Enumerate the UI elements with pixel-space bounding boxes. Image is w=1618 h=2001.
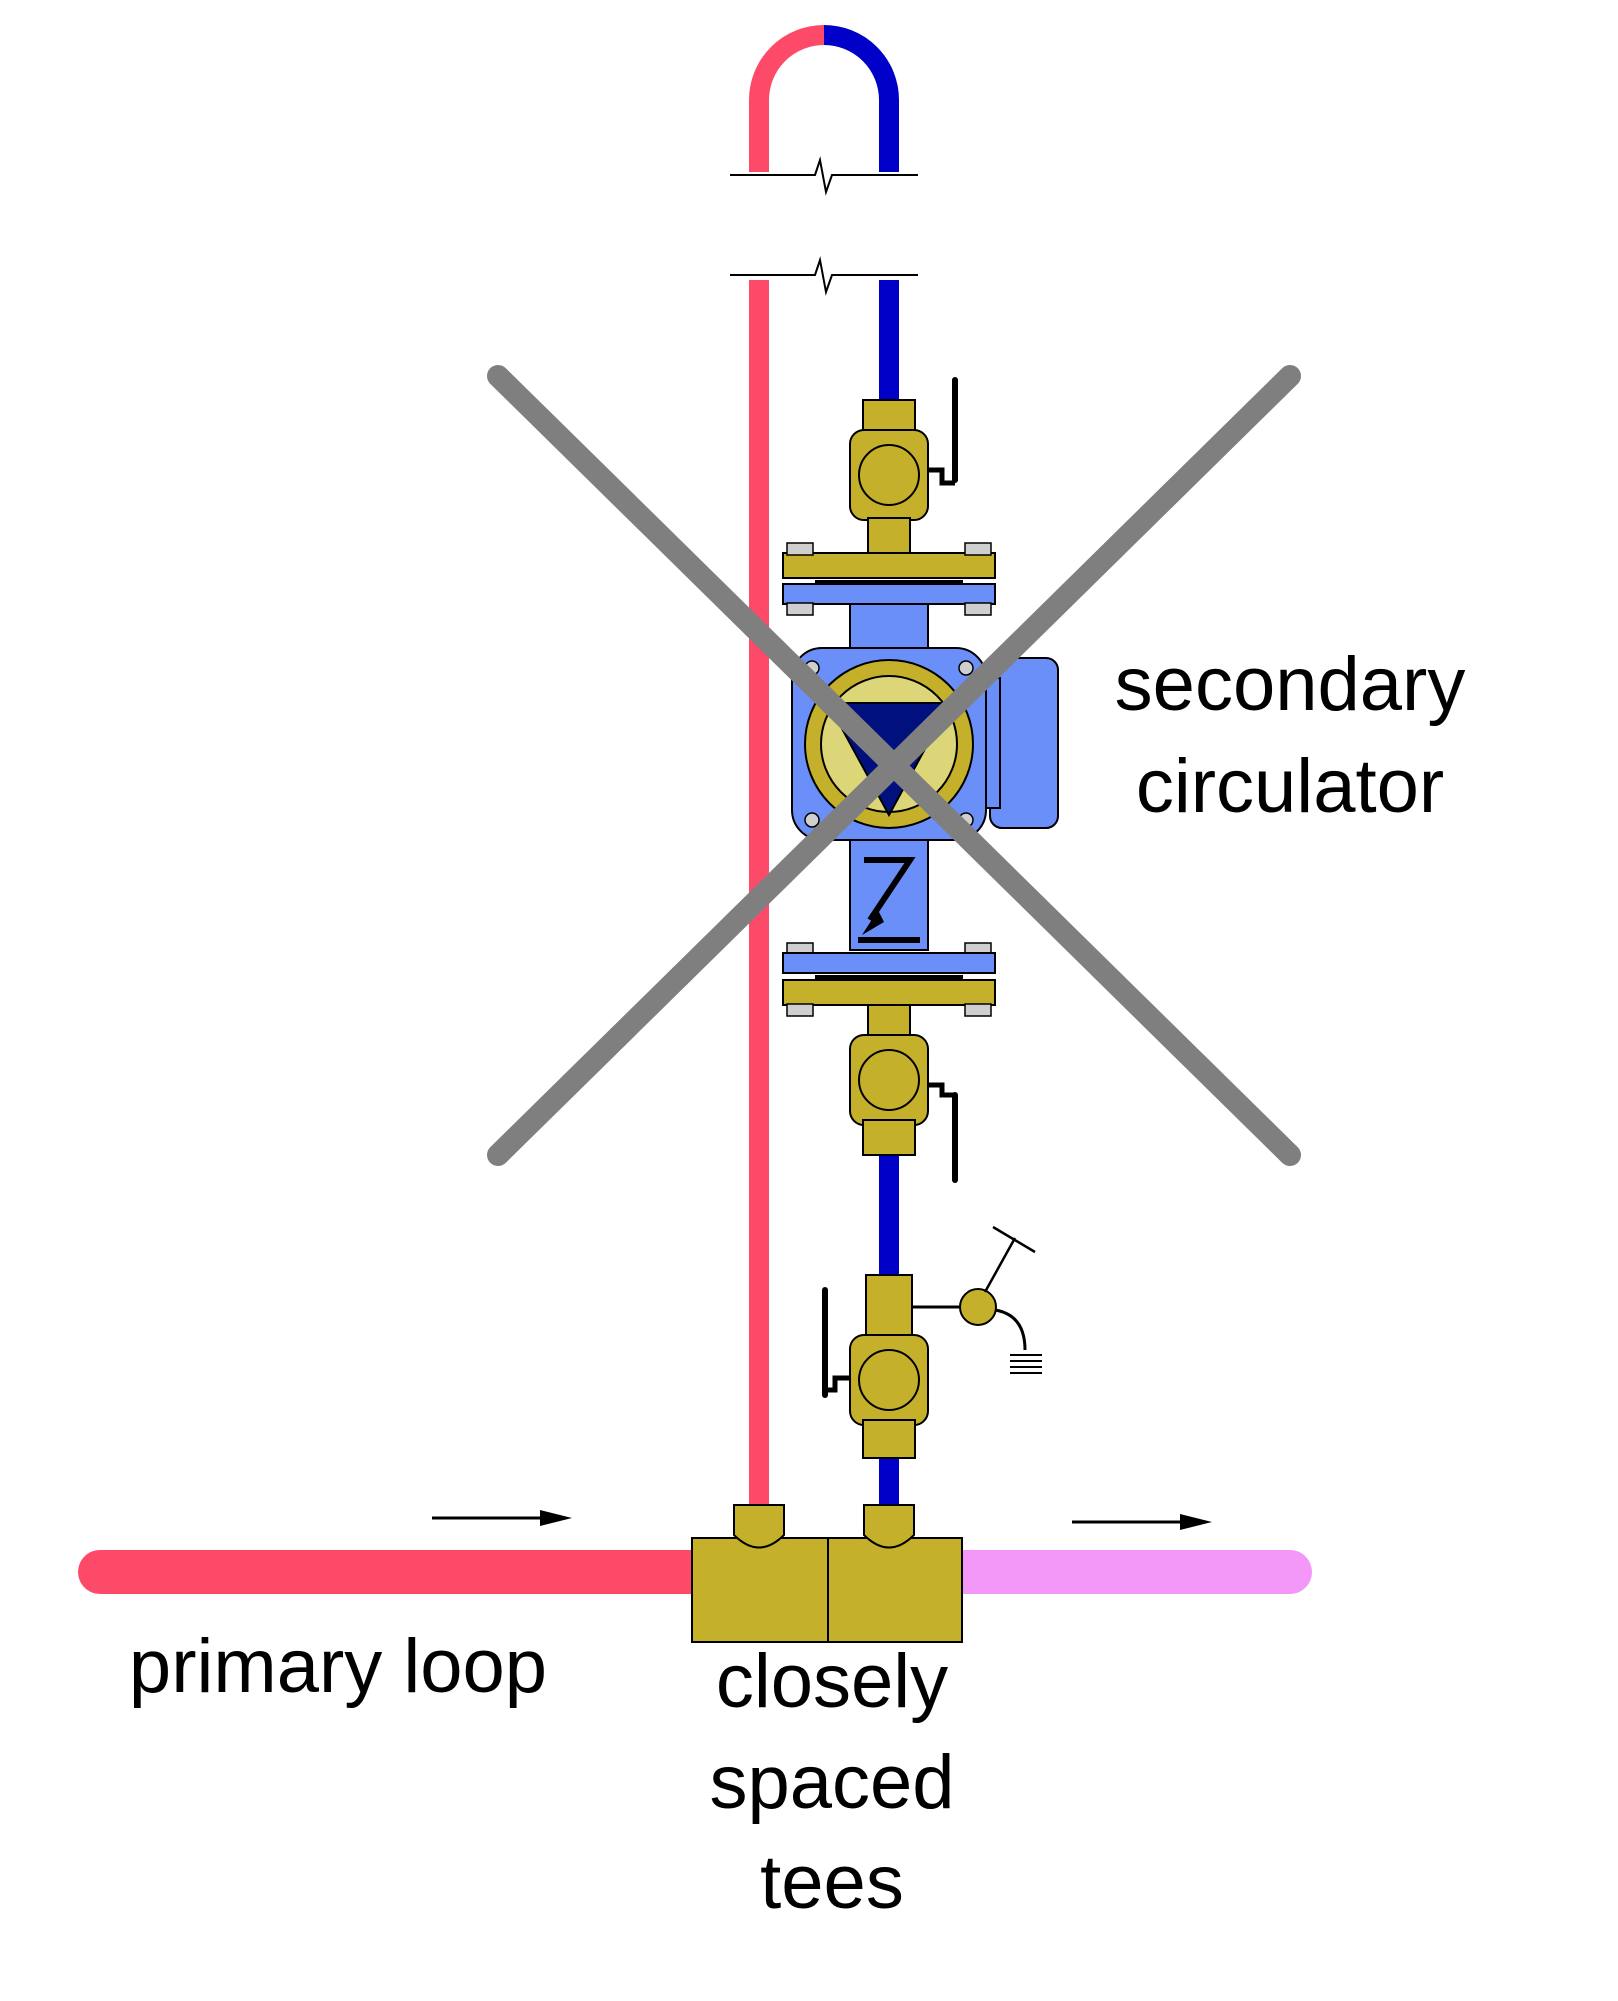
lower-isolation-valve — [849, 1004, 958, 1183]
secondary-circulator — [782, 542, 1059, 1017]
pipe-break-top — [730, 156, 918, 196]
secondary-loop-top — [730, 25, 918, 296]
secondary-circulator-label-line2: circulator — [1136, 744, 1444, 829]
closely-spaced-tees-label-line3: tees — [760, 1840, 904, 1925]
closely-spaced-tees-label-line1: closely — [716, 1639, 948, 1724]
pipe-break-bottom — [730, 256, 918, 296]
primary-inflow-arrow — [432, 1510, 572, 1526]
secondary-circulator-label-line1: secondary — [1115, 642, 1466, 727]
cross-out-mark — [487, 365, 1301, 1166]
upper-isolation-valve — [849, 377, 958, 554]
purge-valve — [822, 1225, 1042, 1459]
primary-loop-label: primary loop — [129, 1624, 547, 1709]
closely-spaced-tees — [691, 1504, 963, 1643]
closely-spaced-tees-label-line2: spaced — [709, 1740, 954, 1825]
primary-outflow-arrow — [1072, 1514, 1212, 1530]
